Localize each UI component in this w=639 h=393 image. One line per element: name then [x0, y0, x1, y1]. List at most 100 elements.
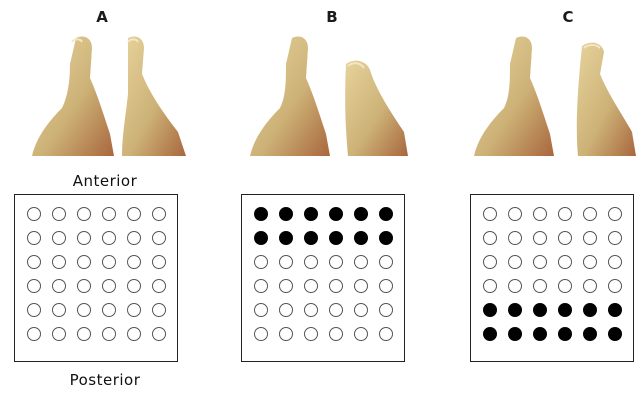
- active-dot: [483, 303, 497, 317]
- inactive-dot: [483, 255, 497, 269]
- inactive-dot: [77, 255, 91, 269]
- inactive-dot: [127, 231, 141, 245]
- inactive-dot: [102, 279, 116, 293]
- feet-illustration-c: [474, 36, 636, 156]
- inactive-dot: [354, 327, 368, 341]
- inactive-dot: [27, 255, 41, 269]
- inactive-dot: [608, 231, 622, 245]
- active-dot: [608, 327, 622, 341]
- sensor-grid-c: [470, 194, 634, 362]
- inactive-dot: [254, 303, 268, 317]
- panel-b-label: B: [326, 8, 338, 26]
- inactive-dot: [254, 279, 268, 293]
- inactive-dot: [558, 231, 572, 245]
- inactive-dot: [379, 279, 393, 293]
- inactive-dot: [558, 207, 572, 221]
- inactive-dot: [583, 231, 597, 245]
- active-dot: [354, 207, 368, 221]
- inactive-dot: [379, 255, 393, 269]
- inactive-dot: [102, 327, 116, 341]
- inactive-dot: [127, 279, 141, 293]
- active-dot: [558, 303, 572, 317]
- inactive-dot: [304, 327, 318, 341]
- inactive-dot: [379, 327, 393, 341]
- active-dot: [304, 231, 318, 245]
- inactive-dot: [533, 231, 547, 245]
- inactive-dot: [583, 207, 597, 221]
- inactive-dot: [77, 327, 91, 341]
- active-dot: [508, 327, 522, 341]
- active-dot: [279, 231, 293, 245]
- active-dot: [254, 231, 268, 245]
- active-dot: [583, 303, 597, 317]
- active-dot: [304, 207, 318, 221]
- feet-illustration-b: [250, 36, 408, 156]
- inactive-dot: [608, 207, 622, 221]
- active-dot: [329, 207, 343, 221]
- inactive-dot: [304, 303, 318, 317]
- active-dot: [558, 327, 572, 341]
- inactive-dot: [533, 207, 547, 221]
- inactive-dot: [27, 231, 41, 245]
- active-dot: [533, 303, 547, 317]
- inactive-dot: [608, 279, 622, 293]
- inactive-dot: [329, 255, 343, 269]
- inactive-dot: [254, 327, 268, 341]
- inactive-dot: [354, 303, 368, 317]
- inactive-dot: [304, 255, 318, 269]
- dot-grid-a: [27, 207, 166, 341]
- inactive-dot: [152, 327, 166, 341]
- inactive-dot: [533, 279, 547, 293]
- anterior-label: Anterior: [72, 172, 138, 190]
- inactive-dot: [152, 279, 166, 293]
- panel-c-label: C: [562, 8, 574, 26]
- active-dot: [354, 231, 368, 245]
- inactive-dot: [77, 303, 91, 317]
- inactive-dot: [52, 207, 66, 221]
- inactive-dot: [27, 327, 41, 341]
- inactive-dot: [533, 255, 547, 269]
- active-dot: [254, 207, 268, 221]
- inactive-dot: [583, 279, 597, 293]
- inactive-dot: [354, 255, 368, 269]
- inactive-dot: [152, 303, 166, 317]
- dot-grid-c: [483, 207, 622, 341]
- inactive-dot: [483, 231, 497, 245]
- inactive-dot: [279, 279, 293, 293]
- inactive-dot: [27, 207, 41, 221]
- inactive-dot: [354, 279, 368, 293]
- inactive-dot: [102, 303, 116, 317]
- inactive-dot: [279, 327, 293, 341]
- inactive-dot: [77, 207, 91, 221]
- inactive-dot: [508, 207, 522, 221]
- inactive-dot: [279, 303, 293, 317]
- inactive-dot: [329, 279, 343, 293]
- active-dot: [608, 303, 622, 317]
- inactive-dot: [558, 255, 572, 269]
- inactive-dot: [329, 327, 343, 341]
- dot-grid-b: [254, 207, 393, 341]
- inactive-dot: [77, 279, 91, 293]
- active-dot: [583, 327, 597, 341]
- inactive-dot: [379, 303, 393, 317]
- inactive-dot: [483, 279, 497, 293]
- inactive-dot: [152, 255, 166, 269]
- inactive-dot: [77, 231, 91, 245]
- inactive-dot: [508, 279, 522, 293]
- inactive-dot: [102, 207, 116, 221]
- sensor-grid-a: [14, 194, 178, 362]
- inactive-dot: [27, 279, 41, 293]
- inactive-dot: [127, 255, 141, 269]
- active-dot: [279, 207, 293, 221]
- inactive-dot: [558, 279, 572, 293]
- inactive-dot: [52, 255, 66, 269]
- inactive-dot: [304, 279, 318, 293]
- inactive-dot: [483, 207, 497, 221]
- active-dot: [329, 231, 343, 245]
- inactive-dot: [508, 231, 522, 245]
- inactive-dot: [52, 231, 66, 245]
- inactive-dot: [27, 303, 41, 317]
- inactive-dot: [102, 255, 116, 269]
- inactive-dot: [52, 279, 66, 293]
- active-dot: [379, 231, 393, 245]
